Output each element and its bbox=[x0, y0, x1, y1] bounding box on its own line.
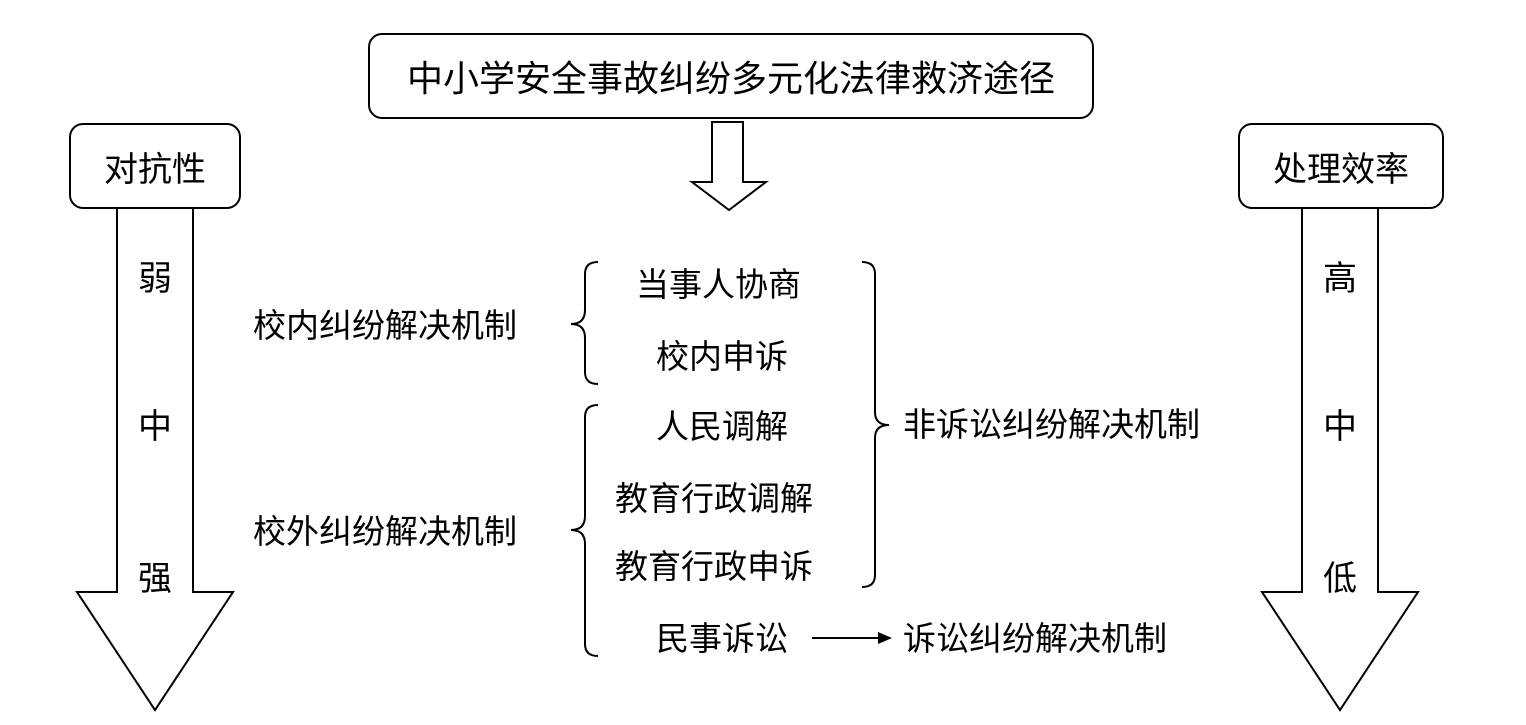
left-level-3: 强 bbox=[138, 559, 172, 599]
right-level-3: 低 bbox=[1323, 559, 1357, 599]
external-brace bbox=[570, 404, 599, 657]
left-level-1: 弱 bbox=[138, 259, 172, 299]
internal-mechanism-label: 校内纠纷解决机制 bbox=[253, 306, 517, 345]
non-litigation-brace bbox=[861, 261, 890, 588]
item-people-mediation: 人民调解 bbox=[656, 407, 788, 446]
right-level-1: 高 bbox=[1323, 259, 1357, 299]
litigation-label: 诉讼纠纷解决机制 bbox=[903, 619, 1167, 658]
external-mechanism-label: 校外纠纷解决机制 bbox=[253, 512, 517, 551]
item-edu-admin-appeal: 教育行政申诉 bbox=[615, 547, 813, 586]
left-scale-label: 对抗性 bbox=[104, 149, 206, 190]
right-scale-label: 处理效率 bbox=[1273, 149, 1409, 190]
title-box: 中小学安全事故纠纷多元化法律救济途径 bbox=[368, 33, 1094, 119]
right-level-2: 中 bbox=[1323, 407, 1357, 447]
item-school-appeal: 校内申诉 bbox=[656, 337, 788, 376]
right-scale-label-box: 处理效率 bbox=[1238, 123, 1444, 209]
right-scale-arrow bbox=[1260, 207, 1420, 712]
left-scale-arrow bbox=[75, 207, 235, 712]
diagram-title: 中小学安全事故纠纷多元化法律救济途径 bbox=[406, 59, 1055, 100]
internal-brace bbox=[570, 261, 599, 385]
left-level-2: 中 bbox=[138, 407, 172, 447]
litigation-arrow-head bbox=[878, 632, 892, 644]
left-scale-label-box: 对抗性 bbox=[69, 123, 241, 209]
title-down-arrow bbox=[689, 121, 769, 212]
item-civil-litigation: 民事诉讼 bbox=[656, 619, 788, 658]
item-party-negotiation: 当事人协商 bbox=[636, 265, 801, 304]
non-litigation-label: 非诉讼纠纷解决机制 bbox=[903, 405, 1200, 444]
item-edu-admin-mediation: 教育行政调解 bbox=[615, 479, 813, 518]
